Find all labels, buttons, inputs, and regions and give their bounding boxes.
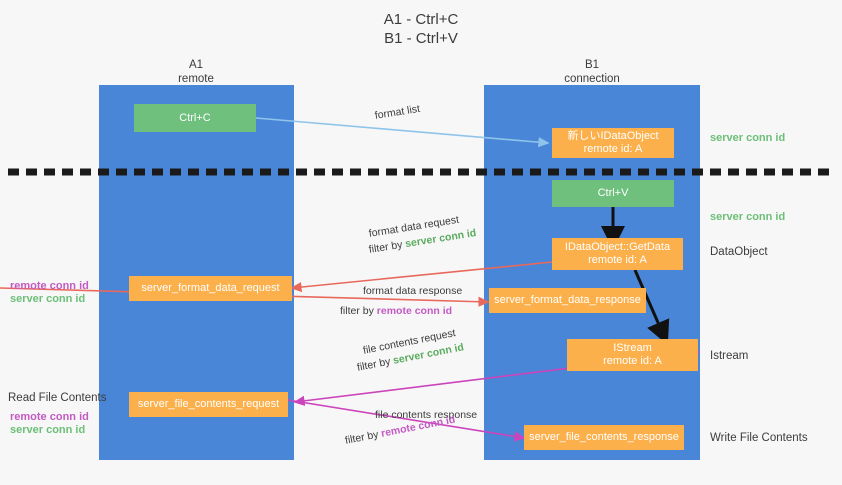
node-istream-line2: remote id: A [603,355,662,367]
edge-label-format-data-response-filter: filter by remote conn id [340,305,452,318]
arrow-format-data-request [290,261,553,293]
node-ctrl-c-label: Ctrl+C [179,111,211,124]
node-idataobject-getdata-line2: remote id: A [588,254,647,266]
lane-a1-sub: remote [178,73,214,85]
left-label-read-file-contents: Read File Contents [8,392,107,404]
left-remote-conn-id-2: remote conn id [10,411,89,423]
node-server-file-contents-response-label: server_file_contents_response [529,431,679,443]
node-istream[interactable]: IStream remote id: A [567,339,698,371]
filter-by-text-2: filter by [340,305,374,317]
side-label-istream: Istream [710,350,749,362]
node-server-file-contents-request-label: server_file_contents_request [137,398,280,410]
edge-label-format-data-response: format data response [363,285,463,297]
left-remote-conn-id-1: remote conn id [10,280,89,292]
node-new-idataobject-line2: remote id: A [583,143,643,155]
node-server-format-data-response-label: server_format_data_response [494,294,641,306]
lane-b1-name: B1 [584,59,600,71]
title-line-2: B1 - Ctrl+V [384,30,458,47]
side-label-write-file-contents: Write File Contents [710,432,808,444]
left-label-conn-ids-lower: remote conn id server conn id [10,411,89,437]
page-title: A1 - Ctrl+C B1 - Ctrl+V [0,10,842,48]
node-idataobject-getdata[interactable]: IDataObject::GetData remote id: A [552,238,683,270]
node-idataobject-getdata-line1: IDataObject::GetData [564,241,671,253]
title-line-1: A1 - Ctrl+C [383,11,459,28]
left-server-conn-id-1: server conn id [10,293,86,305]
arrow-getdata-to-istream [633,269,670,345]
node-server-format-data-request[interactable]: server_format_data_request [129,276,292,301]
node-ctrl-v[interactable]: Ctrl+V [552,180,674,207]
node-istream-line1: IStream [613,342,652,354]
lane-header-a1: A1 remote [116,58,276,86]
left-server-conn-id-2: server conn id [10,424,86,436]
left-label-conn-ids-upper: remote conn id server conn id [10,280,89,306]
lane-header-b1: B1 connection [512,58,672,86]
node-new-idataobject[interactable]: 新しいIDataObject remote id: A [552,128,674,158]
node-server-format-data-response[interactable]: server_format_data_response [489,288,646,313]
side-label-dataobject: DataObject [710,246,768,258]
edge-label-file-contents-response: file contents response [375,409,478,421]
node-ctrl-v-label: Ctrl+V [597,187,629,199]
node-new-idataobject-line1: 新しいIDataObject [567,130,659,142]
node-server-file-contents-request[interactable]: server_file_contents_request [129,392,288,417]
remote-conn-id-text-1: remote conn id [376,305,453,317]
node-ctrl-c[interactable]: Ctrl+C [134,104,256,132]
node-server-file-contents-response[interactable]: server_file_contents_response [524,425,684,450]
lane-a1-name: A1 [188,59,204,71]
side-label-server-conn-id-top: server conn id [710,132,786,144]
lane-b1-sub: connection [564,73,620,85]
arrow-format-list [255,117,550,148]
node-server-format-data-request-label: server_format_data_request [141,282,280,294]
side-label-server-conn-id-mid: server conn id [710,211,786,223]
arrow-file-contents-response [287,399,526,442]
